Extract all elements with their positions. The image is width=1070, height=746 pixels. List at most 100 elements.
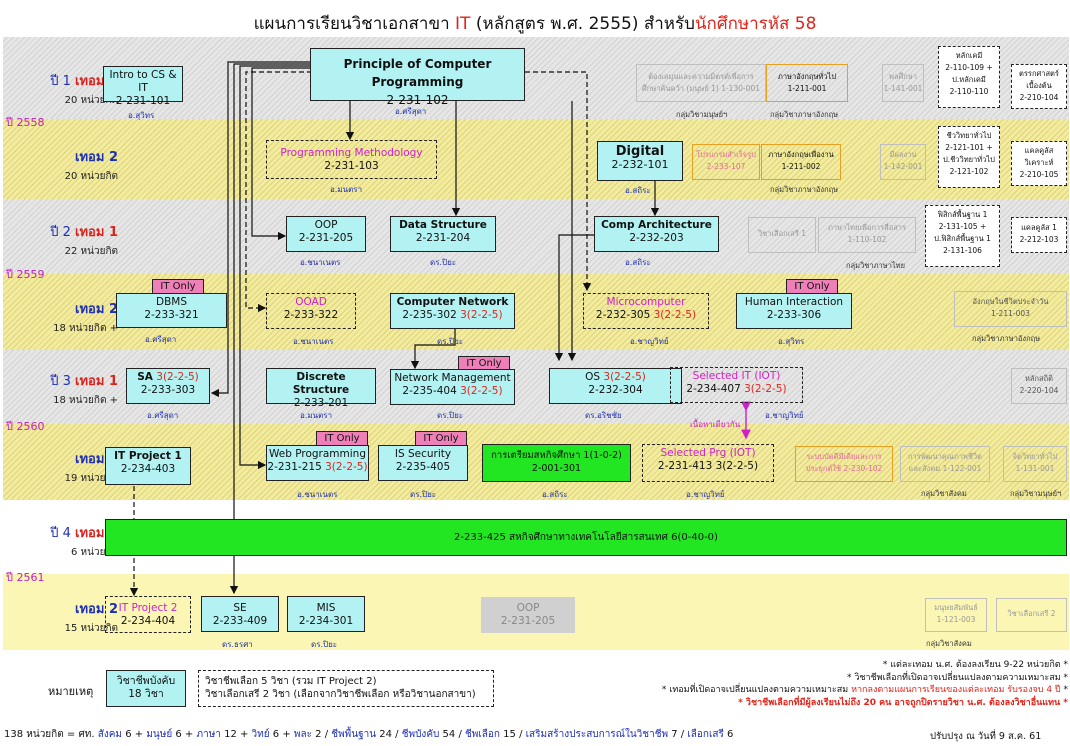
course-os[interactable]: OS 3(2-2-5)2-232-304 [549,368,682,404]
year-label: ปี 2560 [6,420,45,433]
group-label: กลุ่มวิชาสังคม [921,489,967,498]
year-label: ปี 2561 [6,571,45,584]
instructor: อ.สุวิทร [128,111,155,120]
instructor: ดร.ปิยะ [410,490,437,499]
course-coop-education[interactable]: 2-233-425 สหกิจศึกษาทางเทคโนโลยีสารสนเทศ… [105,519,1067,556]
group-label: กลุ่มวิชาภาษาอังกฤษ [770,110,839,119]
instructor: อ.มนตรา [300,411,333,420]
instructor: ดร.ปิยะ [311,640,338,649]
gen-course-box: หลักเคมี2-110-109 +ป.หลักเคมี2-110-110 [938,46,1000,108]
gen-course-box: แคลคูลัสวิเคราะห์2-210-105 [1011,141,1067,186]
instructor: ดร.ปิยะ [430,258,457,267]
gen-course-box: ระบบบัดดีมีเดียและการประยุกต์ใช้ 2-230-1… [795,446,893,482]
instructor: อ.สถิระ [625,258,651,267]
page-title: แผนการเรียนวิชาเอกสาขา IT (หลักสูตร พ.ศ.… [253,14,817,34]
notes: * แต่ละเทอม น.ศ. ต้องลงเรียน 9-22 หน่วยก… [560,659,1068,709]
instructor: อ.ศรีสุดา [145,335,177,344]
year-label: ปี 2558 [6,116,45,129]
group-label: กลุ่มวิชาภาษาอังกฤษ [972,334,1041,343]
year-label: ปี 2559 [6,268,45,281]
gen-course-box: วิชาเลือกเสรี 1 [748,217,816,253]
instructor: อ.มนตรา [330,185,363,194]
instructor: ดร.ธรศา [222,640,253,649]
note-line: * วิชาชีพเลือกที่เปิดอาจเปลี่ยนแปลงตามคว… [846,672,1068,683]
it-only-badge: IT Only [152,279,204,294]
credit-summary: 138 หน่วยกิต = ศท. สังคม 6 + มนุษย์ 6 + … [4,729,734,740]
gen-course-box: ต้องเลมุนและความมิตรต์เพื่อการศึกษาค้นคว… [636,64,766,102]
instructor: อ.ชาญวิทย์ [686,490,725,499]
content-note: เนื้อหาเดียวกัน [690,420,741,429]
instructor: อ.ชนาเนตร [293,337,334,346]
legend-elective: วิชาชีพเลือก 5 วิชา (รวม IT Project 2)วิ… [198,670,494,707]
band-y1t2 [3,119,1069,199]
instructor: อ.ชาญวิทย์ [630,337,669,346]
instructor: ดร.ปิยะ [437,337,464,346]
group-label: กลุ่มวิชาสังคม [926,639,972,648]
instructor: อ.สถิระ [542,490,568,499]
it-only-badge: IT Only [415,431,467,446]
instructor: อ.ชาญวิทย์ [765,411,804,420]
gen-course-box: มนุษยสัมพันธ์1-121-003 [925,598,987,632]
course-coop-prep[interactable]: การเตรียมสหกิจศึกษา 1(1-0-2)2-001-301 [482,444,631,482]
instructor: อ.สุวิทร [778,337,805,346]
course-selected-it[interactable]: Selected IT (IOT)2-234-407 3(2-2-5) [670,367,803,403]
group-label: กลุ่มวิชาภาษาอังกฤษ [770,185,839,194]
instructor: อ.ศรีสุดา [395,107,427,116]
group-label: กลุ่มวิชามนุษย์ฯ [676,110,728,119]
gen-course-box: หลักสถิติ2-220-104 [1011,368,1067,404]
gen-course-box: การพัฒนาคุณภาพชีวิตและสังคม 1-122-001 [900,446,990,482]
gen-course-box: วิชาเลือกเสรี 2 [996,598,1067,632]
instructor: อ.สถิระ [625,186,651,195]
group-label: กลุ่มวิชามนุษย์ฯ [1010,489,1062,498]
course-sa[interactable]: SA 3(2-2-5)2-233-303 [126,368,210,404]
note-line: * แต่ละเทอม น.ศ. ต้องลงเรียน 9-22 หน่วยก… [882,660,1068,670]
course-selected-prg[interactable]: Selected Prg (IOT)2-231-413 3(2-2-5) [642,444,774,482]
instructor: อ.ชนาเนตร [297,490,338,499]
it-only-badge: IT Only [786,279,838,294]
updated-date: ปรับปรุง ณ วันที่ 9 ส.ค. 61 [930,731,1042,742]
it-only-badge: IT Only [316,431,368,446]
instructor: ดร.ปิยะ [437,411,464,420]
instructor: ดร.อริชชัย [585,411,622,420]
band-y2t1 [3,199,1069,274]
instructor: อ.ชนาเนตร [300,258,341,267]
